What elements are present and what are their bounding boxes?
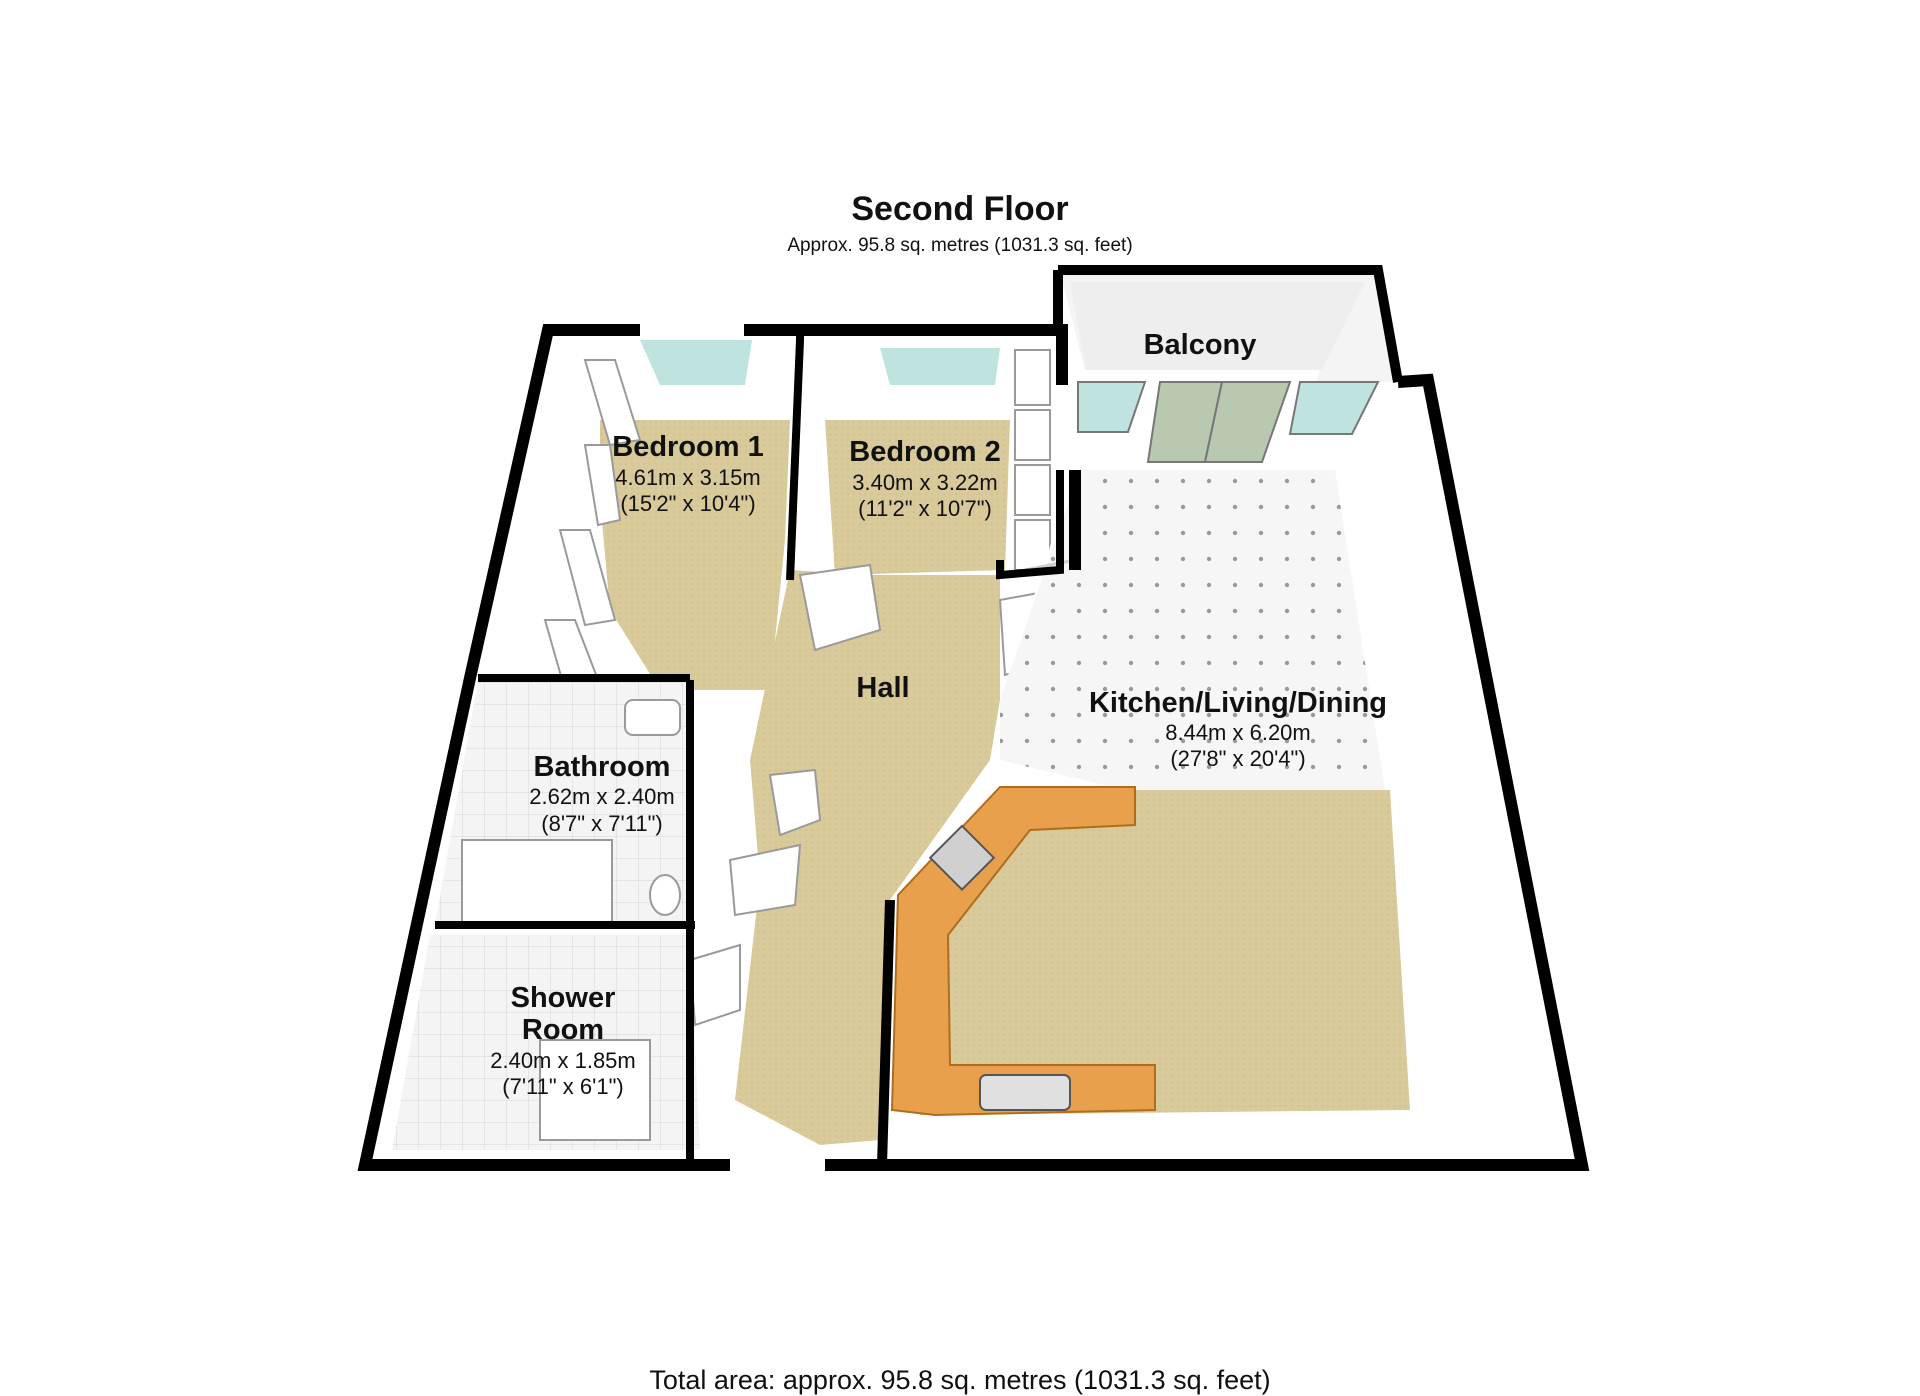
bedroom-2 [805,345,1060,590]
shower-room-label-2: Room [522,1014,604,1046]
toilet-icon [649,874,681,916]
plan-title: Second Floor [851,190,1069,228]
bath-icon [461,839,613,926]
kitchen-imperial: (27'8" x 20'4") [1170,746,1305,771]
basin-icon [624,699,681,736]
bedroom-1-imperial: (15'2" x 10'4") [620,491,755,516]
kitchen-living-dining [890,470,1410,1130]
bathroom-label: Bathroom [534,751,671,783]
balcony-door-right [1203,381,1292,463]
balcony-window [1077,381,1147,433]
sink-icon [979,1074,1071,1111]
bathroom-metric: 2.62m x 2.40m [529,784,675,809]
shower-room-imperial: (7'11" x 6'1") [502,1074,623,1099]
shower-room-metric: 2.40m x 1.85m [490,1048,636,1073]
shower-tray-icon [539,1039,651,1141]
kitchen-worktop [890,786,1156,1117]
bedroom-1-metric: 4.61m x 3.15m [615,465,761,490]
shower-room-label-1: Shower [511,982,616,1014]
balcony-window-right [1288,381,1380,435]
bedroom-2-wardrobe [1014,349,1051,571]
hall-label: Hall [856,672,909,704]
bedroom-1-label: Bedroom 1 [612,431,763,463]
plan-subtitle: Approx. 95.8 sq. metres (1031.3 sq. feet… [787,235,1133,256]
bedroom-2-metric: 3.40m x 3.22m [852,470,998,495]
kitchen-label: Kitchen/Living/Dining [1089,687,1387,719]
kitchen-metric: 8.44m x 6.20m [1165,720,1311,745]
bedroom-1 [543,335,800,692]
bedroom-2-imperial: (11'2" x 10'7") [858,496,992,521]
bathroom-imperial: (8'7" x 7'11") [541,811,662,836]
balcony-label: Balcony [1144,329,1257,361]
bedroom-2-window [880,348,1000,385]
balcony [1053,265,1403,463]
total-area: Total area: approx. 95.8 sq. metres (103… [649,1365,1271,1395]
walls [357,324,1590,1171]
hob-icon [928,824,996,891]
bedroom-2-label: Bedroom 2 [849,436,1000,468]
bedroom-1-window [640,340,752,385]
bathroom [435,680,690,926]
hall [688,563,1056,1145]
shower-room [392,935,700,1150]
